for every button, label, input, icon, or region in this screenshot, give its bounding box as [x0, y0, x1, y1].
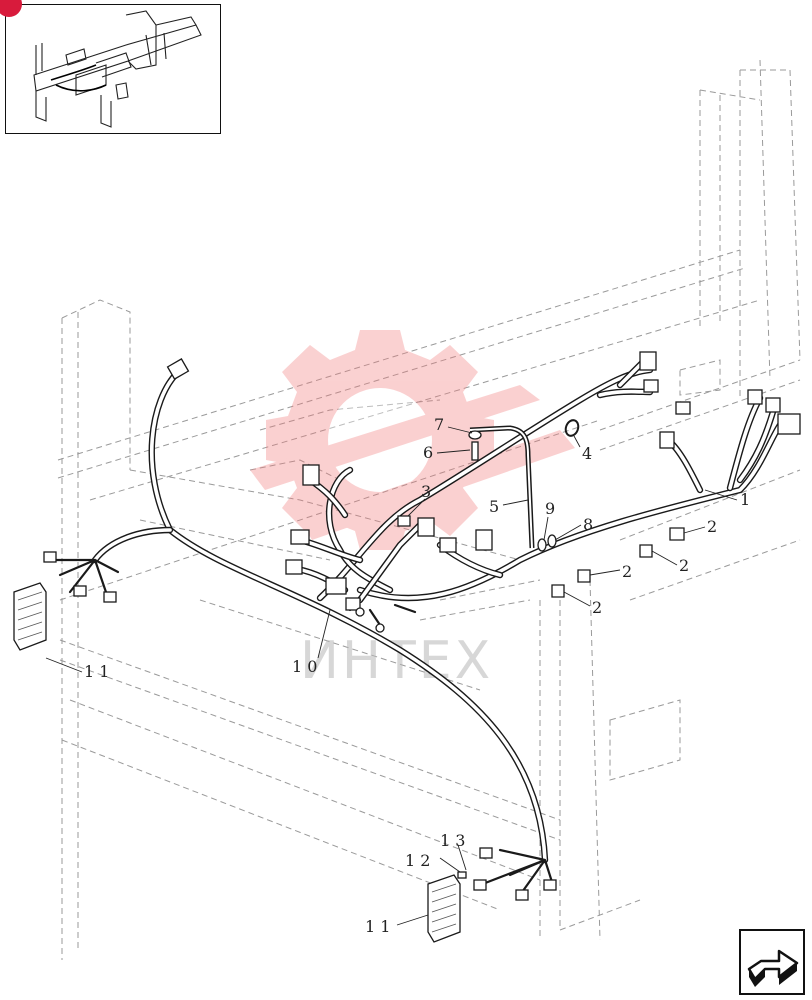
rear-lamp-11-right: [427, 874, 461, 943]
ground-strap-5: [469, 425, 535, 549]
callout-3: 3: [421, 482, 431, 501]
callout-labels: 1 2 2 2 2 3 4 5 6 7 8 9 1 0 1 1 1 1 1 2 …: [84, 415, 750, 936]
washer-9: [537, 538, 547, 552]
callout-4: 4: [582, 444, 592, 463]
callout-5: 5: [489, 497, 499, 516]
page-badge: [0, 0, 22, 17]
callout-2d: 2: [592, 598, 602, 617]
callout-10: 1 0: [292, 657, 317, 676]
next-page-button[interactable]: [739, 929, 805, 995]
nut-8: [547, 534, 557, 548]
rear-lamp-11-left: [13, 582, 47, 651]
callout-11-left: 1 1: [84, 662, 109, 681]
callout-2c: 2: [622, 562, 632, 581]
watermark-logo-icon: [250, 330, 575, 550]
connectors: [43, 351, 801, 901]
screw-12: [457, 871, 467, 879]
callout-12: 1 2: [405, 851, 430, 870]
harness-10: [48, 368, 554, 897]
clips-2: [551, 527, 685, 598]
clip-3: [397, 515, 411, 527]
bolt-6: [471, 441, 479, 461]
overview-thumbnail[interactable]: [0, 0, 221, 134]
callout-13: 1 3: [440, 831, 465, 850]
callout-6: 6: [423, 443, 433, 462]
callout-9: 9: [545, 499, 555, 518]
watermark-text: ИНТЕХ: [300, 631, 493, 691]
callout-1: 1: [740, 490, 750, 509]
callout-7: 7: [434, 415, 444, 434]
callout-8: 8: [583, 515, 593, 534]
overview-thumbnail-icon: [33, 10, 202, 128]
ring-4: [564, 419, 580, 437]
callout-2b: 2: [679, 556, 689, 575]
callout-11-right: 1 1: [365, 917, 390, 936]
next-page-arrow-icon: [747, 949, 799, 987]
washer-7: [468, 430, 482, 440]
callout-2a: 2: [707, 517, 717, 536]
leader-lines: [45, 426, 738, 926]
